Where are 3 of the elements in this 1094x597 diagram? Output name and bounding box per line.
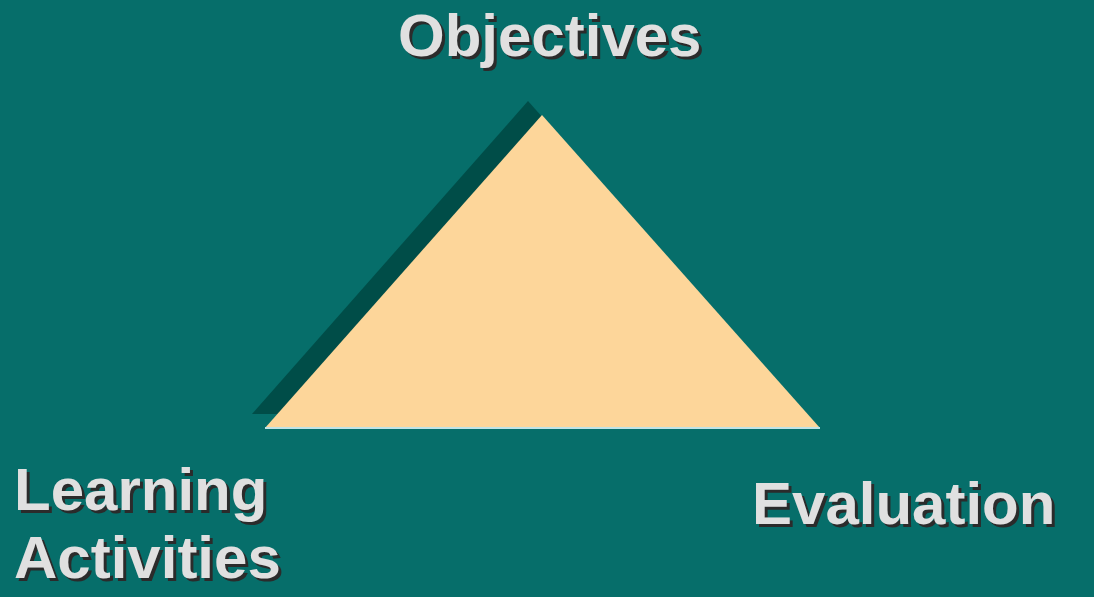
heading-label: Evaluation xyxy=(752,470,1056,538)
heading-label: Objectives xyxy=(398,2,702,70)
heading-label: Learning Activities xyxy=(14,456,282,592)
